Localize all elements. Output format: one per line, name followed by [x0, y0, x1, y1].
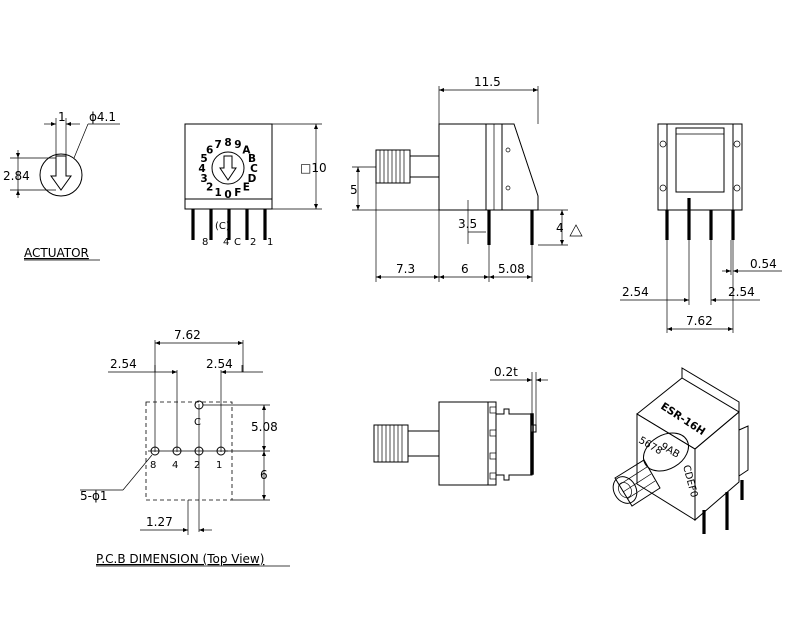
dial-digit: E	[243, 181, 250, 193]
dial-rotor	[211, 151, 245, 185]
actuator-title: ACTUATOR	[24, 246, 89, 260]
pcb-left-label: 2.54	[110, 357, 137, 371]
back-view: 0.54 2.54 2.54 7.62	[620, 123, 782, 333]
dial-digit: C	[250, 163, 258, 175]
actuator-circle	[39, 153, 83, 197]
pcb-hole-label-2: 2	[194, 460, 200, 471]
front-pin-label-2: 2	[250, 237, 256, 248]
side-total-label: 11.5	[474, 75, 501, 89]
dial-digit: A	[242, 145, 251, 157]
dial-digit: D	[248, 173, 257, 185]
front-pin-label-8: 8	[202, 237, 208, 248]
iso-right-face	[694, 410, 740, 522]
side-body	[438, 123, 487, 211]
iso-dial-digits-3: CDEF0	[680, 464, 699, 499]
iso-dial-digits-2: 9AB	[659, 441, 682, 461]
bottom-side-view: 0.2t	[373, 365, 548, 486]
actuator-arrow-icon	[50, 155, 72, 191]
dial-arrow-icon	[219, 155, 237, 181]
side-knurl	[375, 149, 411, 184]
actuator-view: 1 ϕ4.1 2.84 ACTUATOR	[3, 110, 120, 261]
dial-digit: 4	[198, 163, 205, 175]
iso-part-marking: ESR-16H	[658, 400, 707, 438]
pcb-right-label: 2.54	[206, 357, 233, 371]
pcb-view: 8 4 2 1 C 7.62 2.54 2.54 5.08 6	[80, 328, 290, 567]
dial-digit: 9	[234, 139, 241, 151]
bottom-bracket	[496, 408, 537, 481]
dial-digit: 1	[214, 187, 221, 199]
pcb-vert-label: 5.08	[251, 420, 278, 434]
pcb-hole-label-4: 4	[172, 460, 178, 471]
front-pin-label-1: 1	[267, 237, 273, 248]
bottom-body	[438, 401, 489, 486]
front-pin-label-c: C	[234, 237, 241, 248]
back-body	[657, 123, 743, 211]
dial-digit: 0	[224, 189, 231, 201]
side-bracket	[502, 123, 539, 211]
pcb-offset-label: 1.27	[146, 515, 173, 529]
pcb-total-label: 7.62	[174, 328, 201, 342]
side-shaft-label: 7.3	[396, 262, 415, 276]
pcb-common-label: C	[194, 417, 201, 428]
dial-digit: 2	[206, 181, 213, 193]
pcb-title: P.C.B DIMENSION (Top View)	[96, 552, 264, 566]
dial-digit: 7	[214, 139, 221, 151]
iso-view: ESR-16H 5678 9AB CDEF0	[612, 367, 749, 534]
pcb-hole-label-8: 8	[150, 460, 156, 471]
bottom-knurl	[373, 424, 409, 463]
back-left-label: 2.54	[622, 285, 649, 299]
side-view: 11.5 5 3.5 4 7.3 6 5.08	[350, 75, 583, 282]
iso-knob	[614, 459, 661, 507]
side-pitch-label: 5.08	[498, 262, 525, 276]
back-right-label: 2.54	[728, 285, 755, 299]
dial-digit: 6	[206, 145, 213, 157]
iso-top	[636, 377, 740, 450]
actuator-width-label: 1	[58, 110, 66, 124]
dial-digit: F	[234, 187, 241, 199]
pcb-hole-size-label: 5-ϕ1	[80, 489, 108, 503]
side-pinlen-label: 4	[556, 221, 564, 235]
back-pinwidth-label: 0.54	[750, 257, 777, 271]
dial-digit: 3	[200, 173, 207, 185]
front-pin-label-4: 4	[223, 237, 229, 248]
common-mark: (C)	[215, 221, 230, 232]
side-body-label: 6	[461, 262, 469, 276]
side-offset-label: 3.5	[458, 217, 477, 231]
side-height-label: 5	[350, 183, 358, 197]
pcb-side-label: 6	[260, 468, 268, 482]
triangle-note-icon	[569, 224, 583, 237]
dial-digit: 8	[224, 137, 231, 149]
dial-digit: 5	[200, 153, 207, 165]
pcb-hole-label-1: 1	[216, 460, 222, 471]
dial-digit: B	[248, 153, 256, 165]
front-square-label: □10	[300, 161, 327, 175]
actuator-diameter-label: ϕ4.1	[89, 110, 116, 124]
bottom-thickness-label: 0.2t	[494, 365, 518, 379]
actuator-height-label: 2.84	[3, 169, 30, 183]
back-total-label: 7.62	[686, 314, 713, 328]
